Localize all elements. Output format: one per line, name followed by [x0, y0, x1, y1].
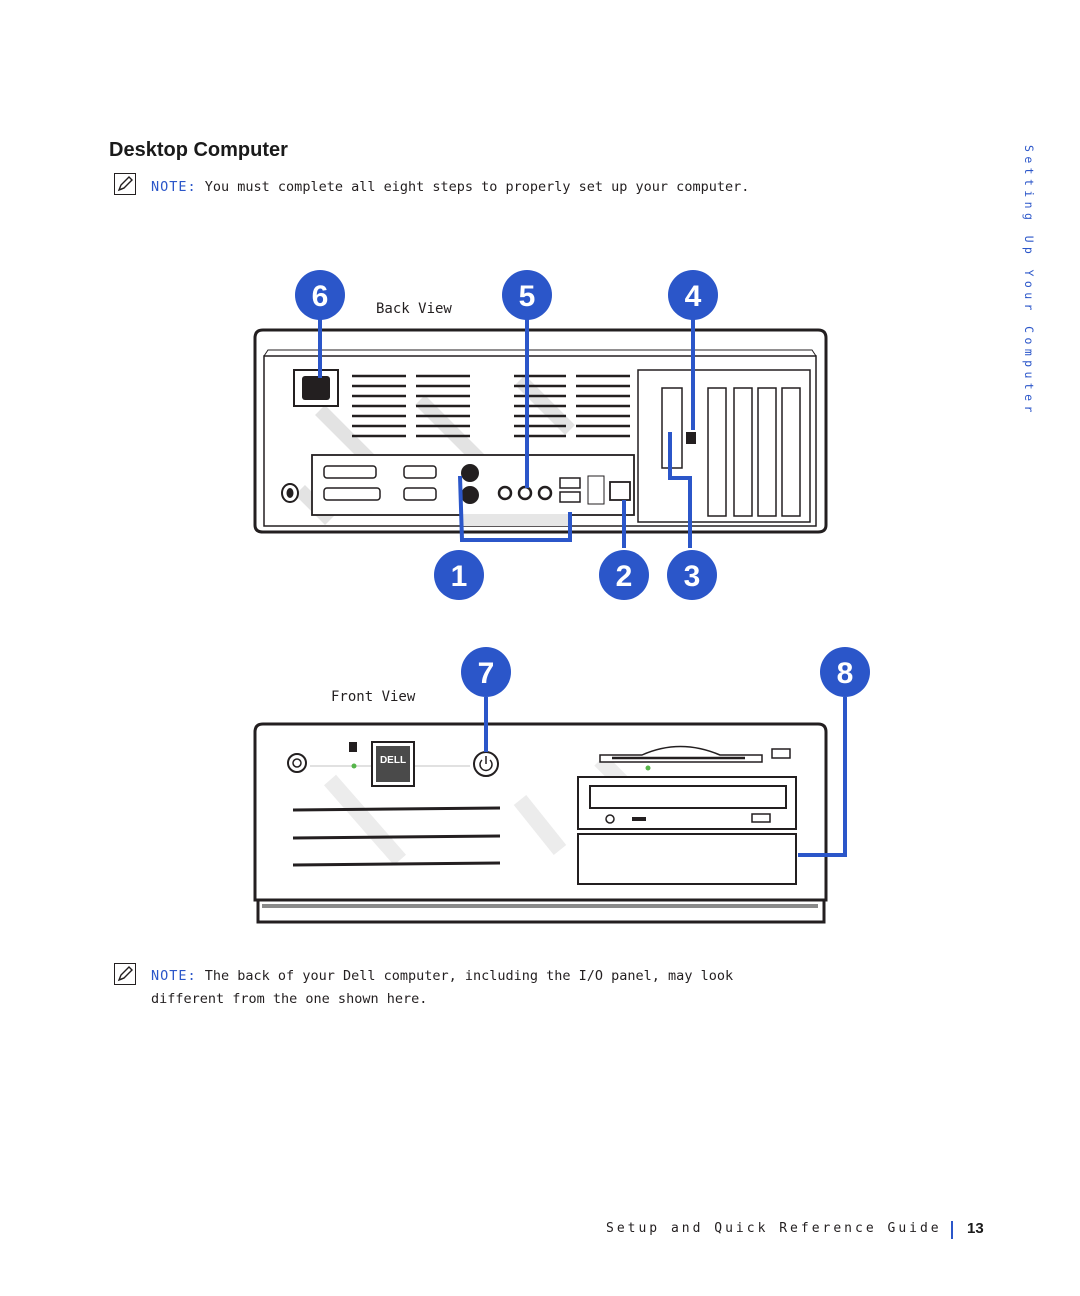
mouse-port-icon: [461, 486, 479, 504]
back-view-label: Back View: [376, 301, 452, 317]
front-view-label: Front View: [331, 689, 416, 705]
usb-port-icon: [559, 477, 581, 489]
network-port-icon: [609, 481, 631, 501]
footer-guide-title: Setup and Quick Reference Guide: [606, 1221, 942, 1236]
dell-logo: DELL: [380, 755, 406, 766]
callout-8: 8: [837, 657, 854, 690]
note-2-text-line2: different from the one shown here.: [151, 991, 428, 1007]
callout-1: 1: [451, 560, 468, 593]
front-view-chassis: DELL: [253, 722, 828, 924]
callout-4: 4: [685, 280, 702, 313]
callout-6: 6: [312, 280, 329, 313]
note-2: NOTE: The back of your Dell computer, in…: [151, 965, 733, 1011]
back-view-chassis: [253, 328, 828, 534]
page-number: 13: [967, 1220, 984, 1237]
pencil-note-icon: [114, 173, 136, 195]
callout-7: 7: [478, 657, 495, 690]
page-title: Desktop Computer: [109, 139, 288, 161]
callout-5: 5: [519, 280, 536, 313]
computer-figure: 6 5 4 1 2 3 7 8 DELL: [253, 270, 870, 924]
side-tab: Setting Up Your Computer: [1022, 145, 1042, 417]
keyboard-port-icon: [461, 464, 479, 482]
front-leader-lines: [484, 697, 847, 857]
note-1-label: NOTE:: [151, 179, 197, 195]
note-2-text-line1: The back of your Dell computer, includin…: [204, 968, 734, 984]
note-1: NOTE: You must complete all eight steps …: [151, 176, 749, 199]
callouts: 6 5 4 1 2 3 7 8: [295, 270, 870, 697]
back-leader-lines: [318, 318, 695, 548]
footer-divider: [951, 1221, 953, 1239]
note-2-label: NOTE:: [151, 968, 197, 984]
callout-3: 3: [684, 560, 701, 593]
side-tab-label: Setting Up Your Computer: [1022, 145, 1036, 417]
note-1-text: You must complete all eight steps to pro…: [204, 179, 750, 195]
callout-2: 2: [616, 560, 633, 593]
pencil-note-icon: [114, 963, 136, 985]
